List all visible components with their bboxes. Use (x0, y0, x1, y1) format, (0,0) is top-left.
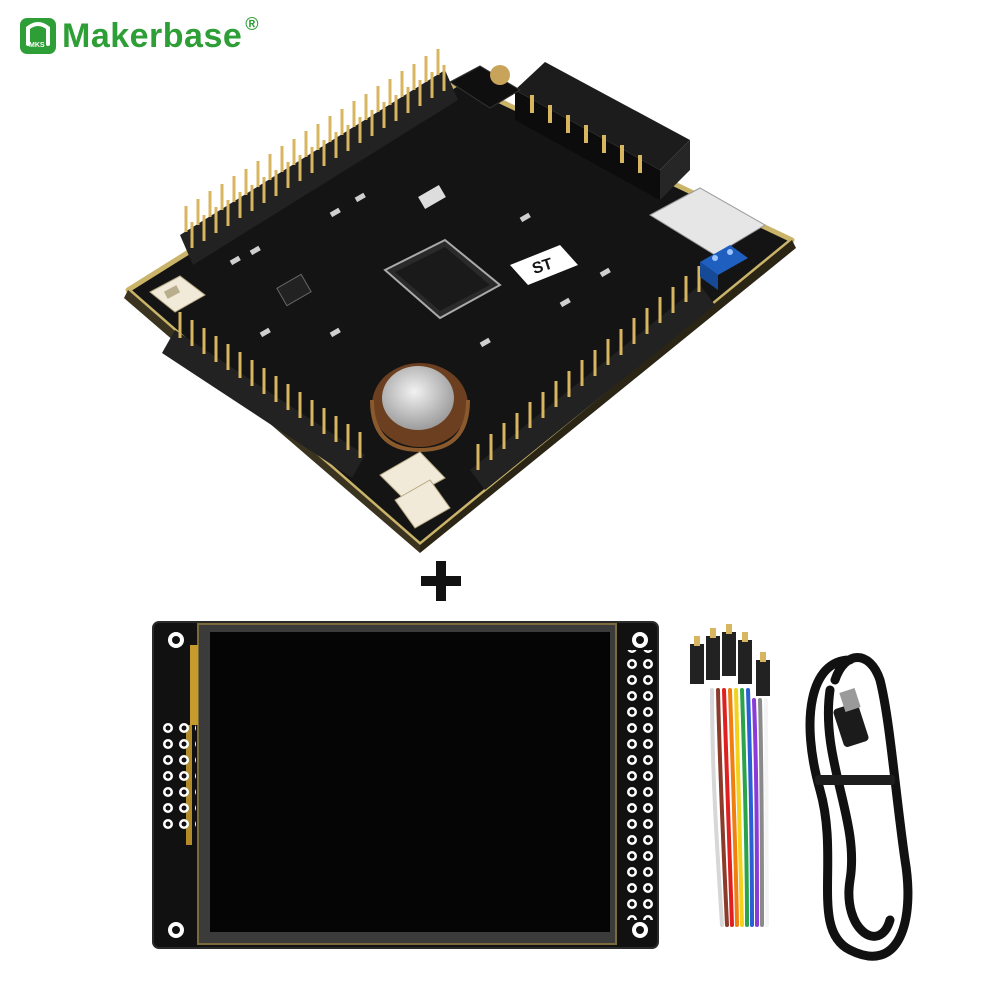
small-pin-socket (449, 65, 521, 109)
right-pin-holes (626, 650, 656, 920)
flex-cable (190, 645, 198, 725)
display-screen (210, 632, 610, 932)
mcu-chip (383, 238, 502, 320)
st-logo-text: ST (530, 255, 555, 278)
blue-terminal-block (700, 245, 748, 290)
usb-connector (490, 65, 510, 85)
jumper-wires (690, 624, 770, 927)
registered-mark: ® (245, 13, 259, 34)
bottom-left-pin-header (162, 312, 365, 478)
crystal (418, 184, 446, 210)
bottom-right-pin-header (470, 266, 715, 490)
pcb-board: ST (124, 49, 796, 553)
usb-cable (805, 653, 913, 961)
st-logo: ST (510, 245, 578, 285)
coin-cell-battery (370, 363, 470, 453)
small-ic (276, 273, 312, 307)
white-connector-left (149, 275, 206, 313)
brand-mark-caption: MKS (29, 42, 45, 49)
cable-strap (815, 775, 895, 785)
brand-name: Makerbase (62, 16, 243, 55)
usb-plug (833, 703, 869, 747)
brand-logo: MKS Makerbase ® (18, 14, 259, 58)
makerbase-logo-icon: MKS (18, 16, 58, 56)
left-pin-holes (160, 722, 196, 834)
jtag-box-header (515, 62, 690, 200)
tft-display-module (152, 621, 659, 949)
top-left-pin-header (180, 49, 458, 265)
sd-card-slot (649, 187, 766, 256)
white-connector-bottom (379, 451, 451, 529)
plus-sign (421, 561, 461, 601)
